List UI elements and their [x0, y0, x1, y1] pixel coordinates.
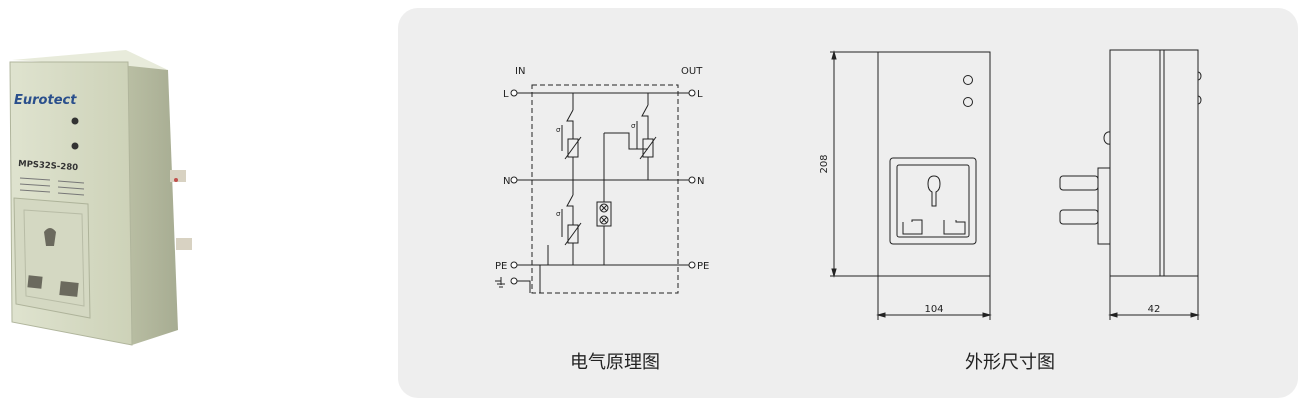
side-outline [1109, 49, 1199, 277]
power-led [71, 117, 79, 125]
front-outline [877, 51, 991, 277]
pe-out-label: PE [697, 261, 709, 272]
in-label: IN [515, 66, 525, 77]
plug-pin [170, 170, 186, 182]
enclosure-box [531, 84, 679, 294]
side-view-drawing: 42 [1059, 49, 1202, 320]
schematic-caption: 电气原理图 [570, 352, 660, 373]
pe-in-label: PE [495, 261, 507, 272]
dimensions-caption: 外形尺寸图 [965, 352, 1055, 373]
svg-text:σ: σ [631, 122, 636, 130]
socket-outline [889, 157, 977, 245]
gas-discharge-tube [596, 201, 612, 227]
model-label: MPS32S-280 [18, 159, 79, 173]
brand-logo: Eurotect [14, 93, 77, 108]
status-led [71, 142, 79, 150]
l-out-label: L [697, 89, 703, 100]
l-in-label: L [503, 89, 509, 100]
plug-pin-top [1059, 175, 1099, 191]
height-value: 208 [819, 154, 830, 173]
circuit-schematic: σ σ σ IN OUT L L N N [495, 66, 709, 294]
plug-pin-bottom [1059, 209, 1099, 225]
front-view-drawing: 208 104 [819, 50, 992, 320]
product-photo: Eurotect MPS32S-280 [9, 50, 192, 346]
svg-text:σ: σ [556, 210, 561, 218]
out-label: OUT [681, 66, 703, 77]
n-out-label: N [697, 176, 704, 187]
n-in-label: N [503, 176, 510, 187]
depth-value: 42 [1148, 304, 1161, 315]
diagram-panel [398, 8, 1298, 398]
width-value: 104 [924, 304, 943, 315]
svg-text:σ: σ [556, 126, 561, 134]
